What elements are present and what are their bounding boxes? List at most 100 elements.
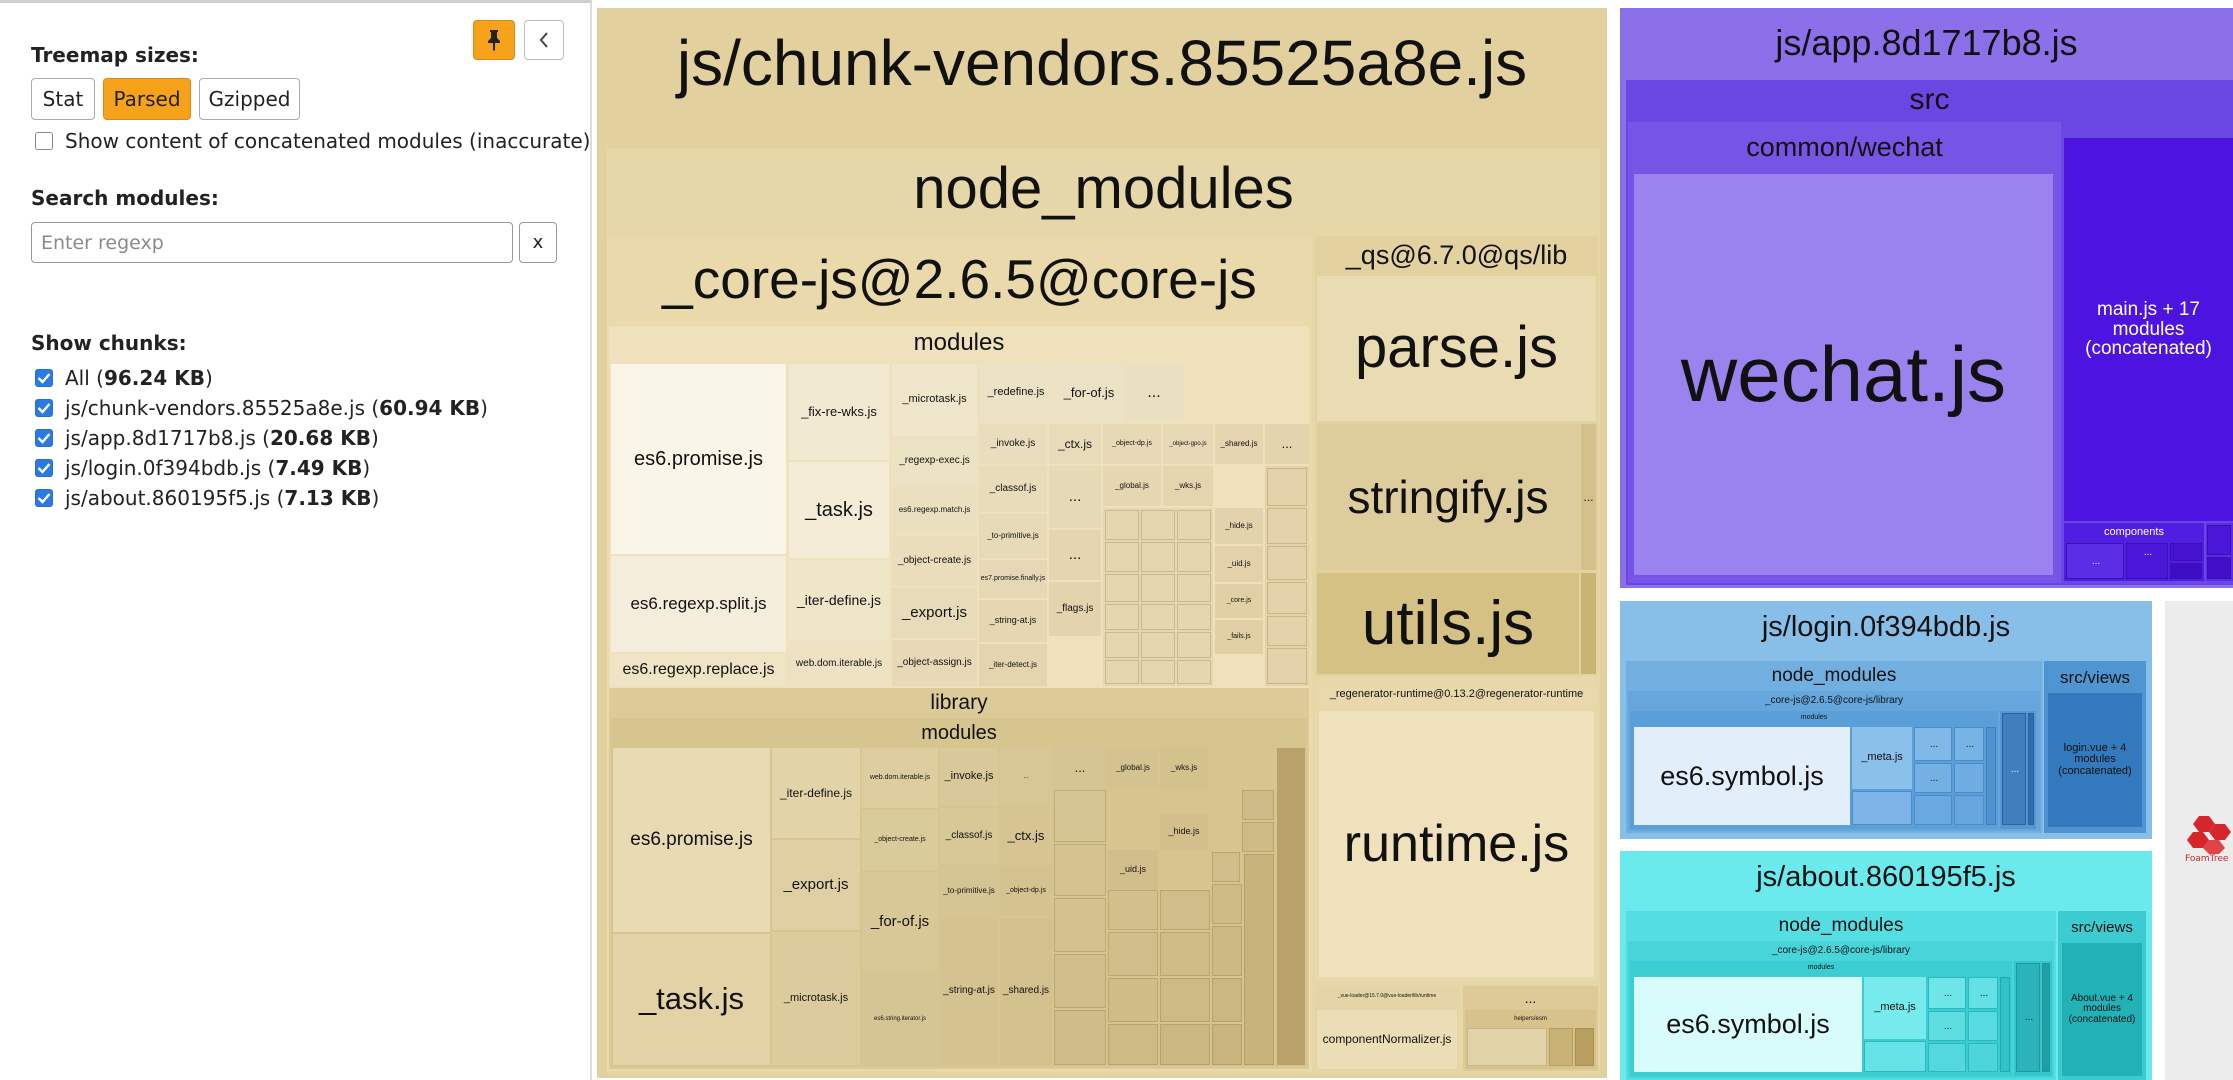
module-tile[interactable]: _object-create.js	[892, 536, 977, 586]
pin-button[interactable]	[473, 20, 515, 60]
components-tile[interactable]: components ... ...	[2064, 523, 2204, 581]
chunk-vendors-tile[interactable]: js/chunk-vendors.85525a8e.js node_module…	[597, 8, 1607, 1078]
size-stat-button[interactable]: Stat	[31, 78, 95, 120]
about-modules-tile[interactable]: modules es6.symbol.js _meta.js ... ... .…	[1630, 961, 2012, 1076]
login-src-views-tile[interactable]: src/views login.vue + 4 modules (concate…	[2044, 661, 2146, 833]
core-library-tile[interactable]: library modules es6.promise.js _task.js …	[609, 688, 1309, 1069]
module-tile[interactable]: _wks.js	[1160, 748, 1208, 788]
module-tile[interactable]: _hide.js	[1160, 814, 1208, 850]
module-tile[interactable]	[1581, 573, 1596, 674]
module-tile[interactable]: _for-of.js	[1055, 364, 1123, 422]
module-tile[interactable]: es6.string.iterator.js	[862, 974, 938, 1065]
core-js-tile[interactable]: _core-js@2.6.5@core-js modules es6.promi…	[607, 236, 1312, 1071]
module-tile[interactable]: parse.js	[1317, 276, 1596, 421]
module-tile[interactable]: _shared.js	[1000, 918, 1052, 1065]
module-tile[interactable]: utils.js	[1317, 573, 1579, 674]
module-tile[interactable]: _hide.js	[1215, 508, 1263, 544]
module-tile[interactable]: _fix-re-wks.js	[789, 364, 889, 460]
src-tile[interactable]: src common/wechat wechat.js main.js + 17…	[1626, 80, 2233, 585]
qs-lib-tile[interactable]: _qs@6.7.0@qs/lib parse.js stringify.js .…	[1315, 236, 1598, 676]
module-tile[interactable]: _global.js	[1108, 748, 1158, 788]
module-tile[interactable]: _string-at.js	[979, 600, 1047, 642]
about-vue-tile[interactable]: About.vue + 4 modules (concatenated)	[2062, 943, 2142, 1076]
module-tile[interactable]: _global.js	[1103, 466, 1161, 506]
module-tile[interactable]: ...	[2000, 711, 2036, 829]
module-tile[interactable]: web.dom.iterable.js	[789, 642, 889, 686]
login-node-modules-tile[interactable]: node_modules _core-js@2.6.5@core-js/libr…	[1626, 661, 2042, 833]
module-tile[interactable]: _iter-detect.js	[979, 644, 1047, 686]
module-tile[interactable]: _core.js	[1215, 584, 1263, 618]
chunk-row-vendors[interactable]: js/chunk-vendors.85525a8e.js (60.94 KB)	[35, 396, 488, 420]
babel-tile[interactable]: ... helpers/esm	[1463, 986, 1598, 1071]
core-modules-tile[interactable]: modules es6.promise.js es6.regexp.split.…	[609, 326, 1309, 688]
module-tile[interactable]: runtime.js	[1319, 711, 1594, 977]
module-tile[interactable]: _meta.js	[1852, 727, 1912, 789]
module-tile[interactable]: ...	[1581, 424, 1596, 570]
chunk-checkbox-all[interactable]	[35, 369, 53, 387]
module-tile[interactable]: ...	[1049, 466, 1101, 528]
module-tile[interactable]: _task.js	[789, 462, 889, 558]
chunk-checkbox-about[interactable]	[35, 489, 53, 507]
module-tile[interactable]: ...	[1000, 748, 1052, 806]
chunk-login-tile[interactable]: js/login.0f394bdb.js node_modules _core-…	[1620, 601, 2152, 839]
module-tile[interactable]: _object-gpo.js	[1163, 424, 1213, 464]
module-tile[interactable]: _shared.js	[1215, 424, 1263, 464]
concat-modules-checkbox-row[interactable]: Show content of concatenated modules (in…	[35, 129, 590, 153]
module-tile[interactable]: es6.promise.js	[611, 364, 786, 554]
about-node-modules-tile[interactable]: node_modules _core-js@2.6.5@core-js/libr…	[1626, 911, 2056, 1080]
module-tile[interactable]	[2206, 523, 2233, 581]
module-tile[interactable]: _export.js	[772, 840, 860, 930]
vue-loader-tile[interactable]: _vue-loader@15.7.0@vue-loader/lib/runtim…	[1315, 986, 1459, 1071]
chunk-row-app[interactable]: js/app.8d1717b8.js (20.68 KB)	[35, 426, 379, 450]
login-vue-tile[interactable]: login.vue + 4 modules (concatenated)	[2048, 693, 2142, 827]
small-modules-cluster[interactable]	[1054, 790, 1274, 1065]
module-tile[interactable]: _ctx.js	[1049, 424, 1101, 464]
module-tile[interactable]: _iter-define.js	[772, 748, 860, 838]
module-tile[interactable]: _invoke.js	[979, 424, 1047, 464]
module-tile[interactable]: es6.regexp.replace.js	[611, 654, 786, 686]
module-tile[interactable]: es6.symbol.js	[1634, 977, 1862, 1072]
chunk-about-tile[interactable]: js/about.860195f5.js node_modules _core-…	[1620, 851, 2152, 1080]
main-concat-tile[interactable]: main.js + 17 modules (concatenated)	[2064, 138, 2233, 521]
module-tile[interactable]: stringify.js	[1317, 424, 1579, 570]
module-tile[interactable]: _fails.js	[1215, 620, 1263, 654]
module-tile[interactable]: _uid.js	[1108, 850, 1158, 890]
babel-helpers-tile[interactable]: helpers/esm	[1465, 1010, 1596, 1069]
small-modules-cluster[interactable]	[1265, 466, 1309, 686]
module-tile[interactable]: _export.js	[892, 588, 977, 638]
module-tile[interactable]: es6.symbol.js	[1634, 727, 1850, 825]
module-tile[interactable]: _object-dp.js	[1000, 866, 1052, 916]
login-modules-tile[interactable]: modules es6.symbol.js _meta.js ... ... .…	[1630, 711, 1998, 829]
about-src-views-tile[interactable]: src/views About.vue + 4 modules (concate…	[2058, 911, 2146, 1080]
module-tile[interactable]: _for-of.js	[862, 872, 938, 972]
module-tile[interactable]: _uid.js	[1215, 546, 1263, 582]
module-tile[interactable]: _to-primitive.js	[940, 866, 998, 916]
chunk-checkbox-vendors[interactable]	[35, 399, 53, 417]
module-tile[interactable]: es7.promise.finally.js	[979, 560, 1047, 598]
module-tile[interactable]: es6.regexp.match.js	[892, 486, 977, 534]
library-modules-tile[interactable]: modules es6.promise.js _task.js _iter-de…	[611, 718, 1307, 1067]
module-tile[interactable]: _wks.js	[1163, 466, 1213, 506]
about-core-lib-tile[interactable]: _core-js@2.6.5@core-js/library modules e…	[1628, 941, 2054, 1078]
small-modules-cluster[interactable]	[1277, 748, 1305, 1065]
module-tile[interactable]: es6.regexp.split.js	[611, 556, 786, 652]
treemap[interactable]: js/chunk-vendors.85525a8e.js node_module…	[592, 0, 2233, 1080]
chunk-checkbox-login[interactable]	[35, 459, 53, 477]
module-tile[interactable]: ...	[2014, 961, 2052, 1076]
module-tile[interactable]: _microtask.js	[892, 364, 977, 436]
module-tile[interactable]: _redefine.js	[979, 364, 1053, 422]
chunk-app-tile[interactable]: js/app.8d1717b8.js src common/wechat wec…	[1620, 8, 2233, 588]
module-tile[interactable]: ...	[1054, 748, 1106, 788]
module-tile[interactable]: _flags.js	[1049, 582, 1101, 636]
collapse-sidebar-button[interactable]	[524, 20, 564, 60]
chunk-row-login[interactable]: js/login.0f394bdb.js (7.49 KB)	[35, 456, 370, 480]
search-input[interactable]	[31, 222, 513, 263]
size-parsed-button[interactable]: Parsed	[103, 78, 191, 120]
module-tile[interactable]: es6.promise.js	[613, 748, 770, 932]
module-tile[interactable]: _string-at.js	[940, 918, 998, 1065]
module-tile[interactable]: _iter-define.js	[789, 560, 889, 640]
module-tile[interactable]: _meta.js	[1864, 977, 1926, 1039]
module-tile[interactable]: _task.js	[613, 934, 770, 1065]
size-gzipped-button[interactable]: Gzipped	[199, 78, 300, 120]
concat-modules-checkbox[interactable]	[35, 132, 53, 150]
